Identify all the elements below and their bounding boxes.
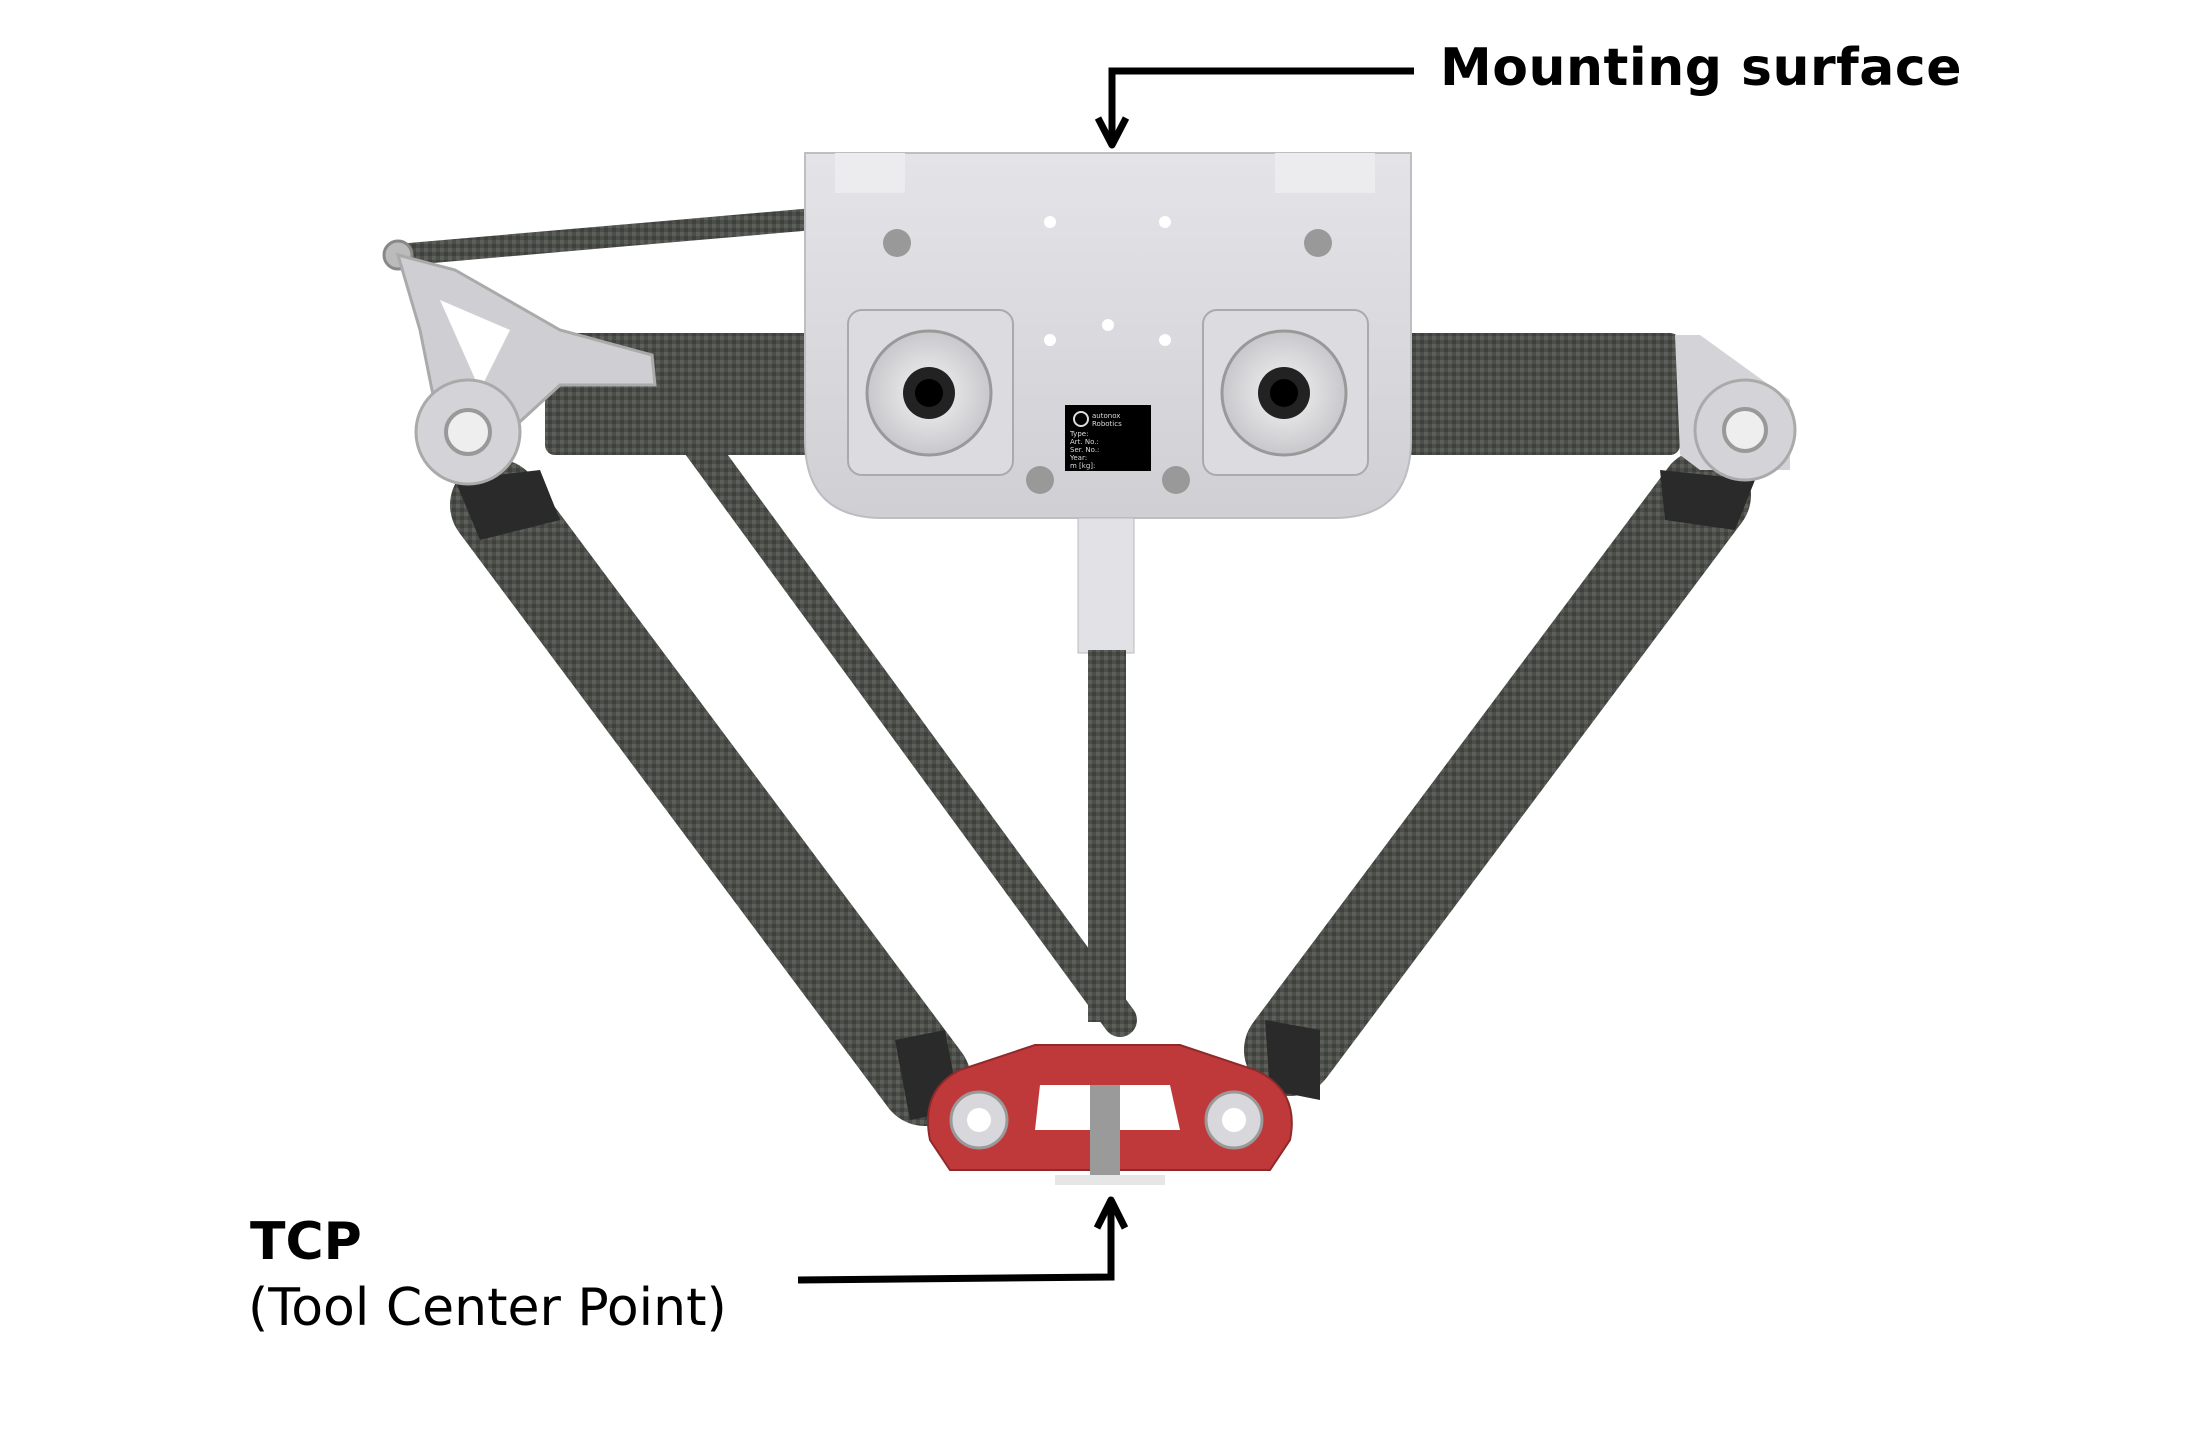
mounting-surface-label: Mounting surface [1440,38,1962,98]
center-shaft [1077,517,1135,1022]
tcp-platform [927,1044,1293,1185]
nameplate-field: Art. No.: [1070,438,1099,446]
nameplate-field: Type: [1069,430,1088,438]
nameplate-brand-sub: Robotics [1092,420,1122,428]
mounting-surface-arrow [1094,67,1414,149]
lower-arm-left [450,459,971,1126]
nameplate-brand: autonox [1092,412,1120,420]
nameplate-field: Ser. No.: [1070,446,1099,454]
left-pivot [414,378,522,486]
motor-flange-left [847,309,1014,476]
right-pivot [1675,335,1797,482]
nameplate-field: m [kg]: [1070,462,1095,470]
motor-flange-right [1202,309,1369,476]
tcp-label: TCP [250,1212,362,1272]
nameplate-field: Year: [1069,454,1087,462]
tcp-arrow [797,1196,1129,1284]
rotation-rod [635,363,1137,1037]
tcp-description: (Tool Center Point) [248,1278,727,1338]
lower-arm-right [1244,449,1755,1100]
